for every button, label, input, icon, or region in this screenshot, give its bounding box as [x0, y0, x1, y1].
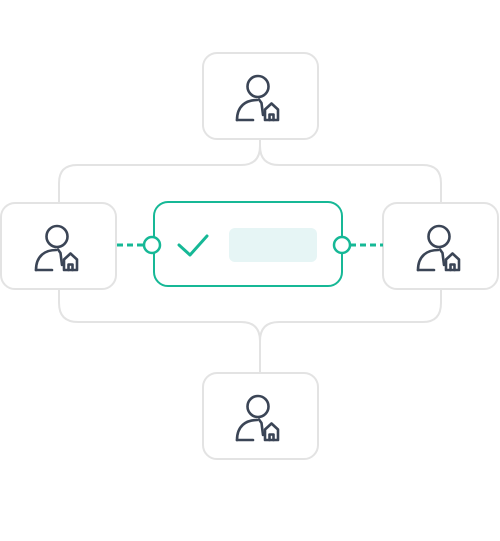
checkmark-icon: [177, 234, 209, 257]
port-right: [332, 235, 352, 255]
node-card-left: [0, 202, 117, 290]
center-card: [153, 201, 343, 287]
node-card-right: [382, 202, 499, 290]
node-card-bottom: [202, 372, 319, 460]
port-left: [142, 235, 162, 255]
node-card-top: [202, 52, 319, 140]
connector-top: [58, 139, 442, 203]
label-placeholder: [229, 228, 317, 262]
connector-bottom: [58, 289, 442, 373]
